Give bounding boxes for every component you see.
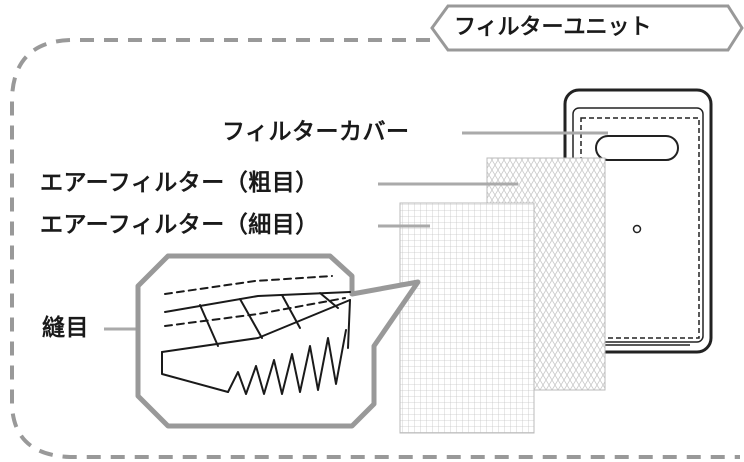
label-air-filter-fine: エアーフィルター（細目） [40,212,319,238]
unit-tag-frame [430,4,744,52]
seam-callout-bubble [135,253,421,429]
seam-closeup-sketch [161,275,351,395]
unit-tag-label: フィルターユニット [454,15,652,40]
unit-boundary [10,38,740,459]
label-air-filter-coarse: エアーフィルター（粗目） [40,170,319,196]
label-seam: 縫目 [42,315,89,341]
fine-filter-illustration [399,202,535,434]
label-filter-cover: フィルターカバー [222,119,410,145]
